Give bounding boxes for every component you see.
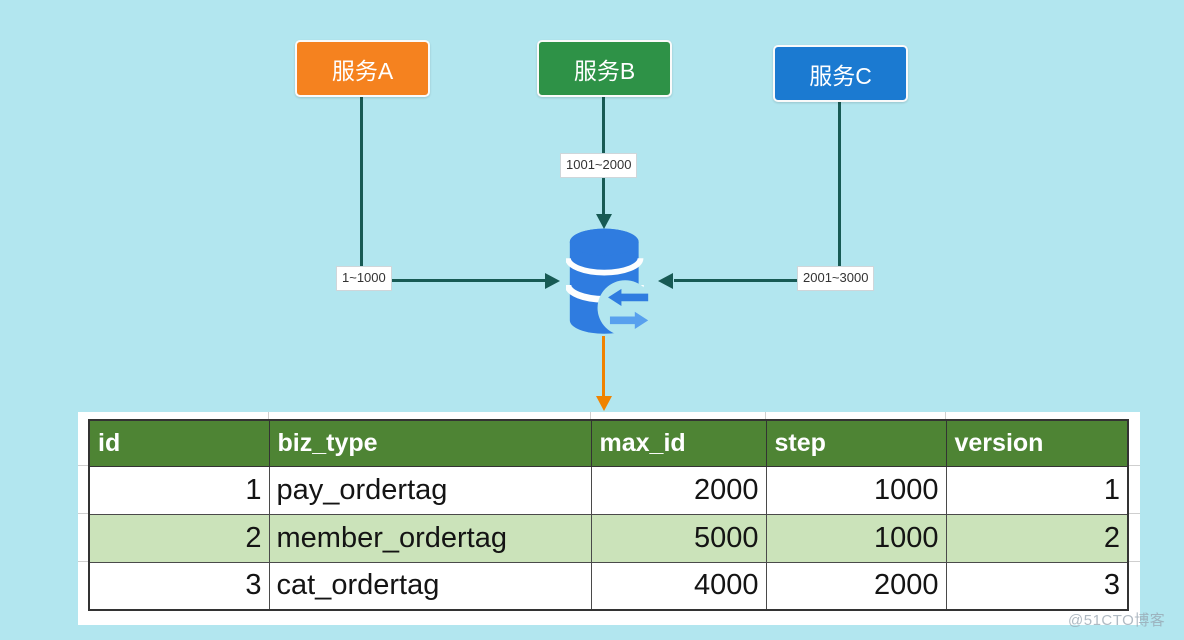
- connector-c-vertical: [838, 99, 841, 281]
- service-b-label: 服务B: [573, 57, 636, 84]
- database-sync-icon: [566, 228, 652, 336]
- cell-max-id: 4000: [590, 561, 767, 611]
- table-row: 2 member_ordertag 5000 1000 2: [88, 513, 1129, 563]
- table-row: 1 pay_ordertag 2000 1000 1: [88, 465, 1129, 515]
- cell-step: 2000: [765, 561, 947, 611]
- column-header-max-id: max_id: [590, 419, 767, 467]
- column-header-biz-type: biz_type: [268, 419, 592, 467]
- cell-max-id: 5000: [590, 513, 767, 563]
- id-segment-table: id biz_type max_id step version 1 pay_or…: [88, 419, 1129, 611]
- service-a-label: 服务A: [331, 57, 394, 84]
- connector-a-vertical: [360, 95, 363, 281]
- column-header-id: id: [88, 419, 270, 467]
- cell-id: 3: [88, 561, 270, 611]
- service-b-box: 服务B: [537, 40, 672, 97]
- arrowhead-orange-down-icon: [596, 396, 612, 411]
- connector-c-horizontal: [674, 279, 840, 282]
- arrowhead-a-right-icon: [545, 273, 560, 289]
- table-header-row: id biz_type max_id step version: [88, 419, 1129, 467]
- cell-biz-type: pay_ordertag: [268, 465, 592, 515]
- cell-id: 2: [88, 513, 270, 563]
- table-row: 3 cat_ordertag 4000 2000 3: [88, 561, 1129, 611]
- arrowhead-c-left-icon: [658, 273, 673, 289]
- service-a-box: 服务A: [295, 40, 430, 97]
- cell-biz-type: member_ordertag: [268, 513, 592, 563]
- cell-version: 2: [945, 513, 1129, 563]
- range-label-a: 1~1000: [336, 266, 392, 291]
- watermark: @51CTO博客: [1068, 612, 1166, 629]
- cell-biz-type: cat_ordertag: [268, 561, 592, 611]
- cell-step: 1000: [765, 465, 947, 515]
- cell-id: 1: [88, 465, 270, 515]
- cell-version: 1: [945, 465, 1129, 515]
- range-label-c: 2001~3000: [797, 266, 875, 291]
- column-header-version: version: [945, 419, 1129, 467]
- cell-version: 3: [945, 561, 1129, 611]
- service-c-label: 服务C: [809, 62, 872, 89]
- arrowhead-b-down-icon: [596, 214, 612, 229]
- range-label-b: 1001~2000: [560, 153, 638, 178]
- cell-step: 1000: [765, 513, 947, 563]
- service-c-box: 服务C: [773, 45, 908, 102]
- connector-db-to-table: [602, 336, 605, 396]
- connector-a-horizontal: [362, 279, 546, 282]
- column-header-step: step: [765, 419, 947, 467]
- cell-max-id: 2000: [590, 465, 767, 515]
